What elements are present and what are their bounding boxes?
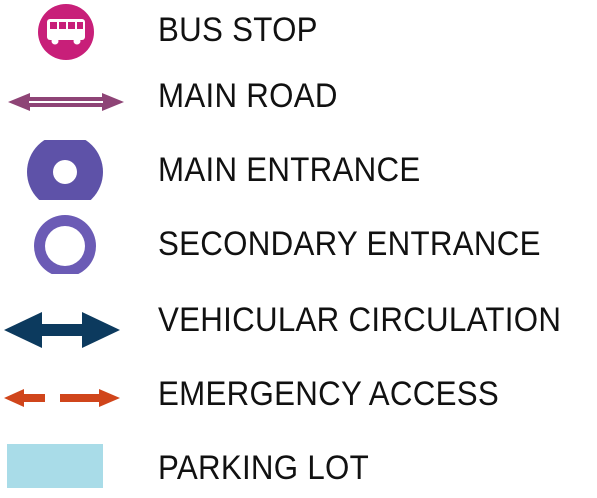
emergency-access-icon (0, 364, 130, 424)
legend-label-bus-stop: BUS STOP (158, 11, 318, 49)
legend-label-main-road: MAIN ROAD (158, 77, 338, 115)
legend-label-emergency-access: EMERGENCY ACCESS (158, 375, 500, 413)
legend-item-secondary-entrance: SECONDARY ENTRANCE (0, 214, 597, 274)
main-entrance-icon (0, 140, 130, 200)
legend-item-emergency-access: EMERGENCY ACCESS (0, 364, 597, 424)
legend-item-main-road: MAIN ROAD (0, 66, 597, 126)
legend-item-main-entrance: MAIN ENTRANCE (0, 140, 597, 200)
legend-label-secondary-entrance: SECONDARY ENTRANCE (158, 225, 541, 263)
legend-item-parking-lot: PARKING LOT (0, 438, 597, 498)
main-road-icon (0, 66, 130, 126)
vehicular-circulation-icon (0, 290, 130, 350)
legend-label-vehicular-circulation: VEHICULAR CIRCULATION (158, 301, 562, 339)
legend-item-bus-stop: BUS STOP (0, 0, 597, 60)
secondary-entrance-icon (0, 214, 130, 274)
parking-lot-icon (0, 438, 130, 498)
legend-item-vehicular-circulation: VEHICULAR CIRCULATION (0, 290, 597, 350)
legend-label-main-entrance: MAIN ENTRANCE (158, 151, 421, 189)
bus-stop-icon (0, 0, 130, 60)
legend-label-parking-lot: PARKING LOT (158, 449, 370, 487)
